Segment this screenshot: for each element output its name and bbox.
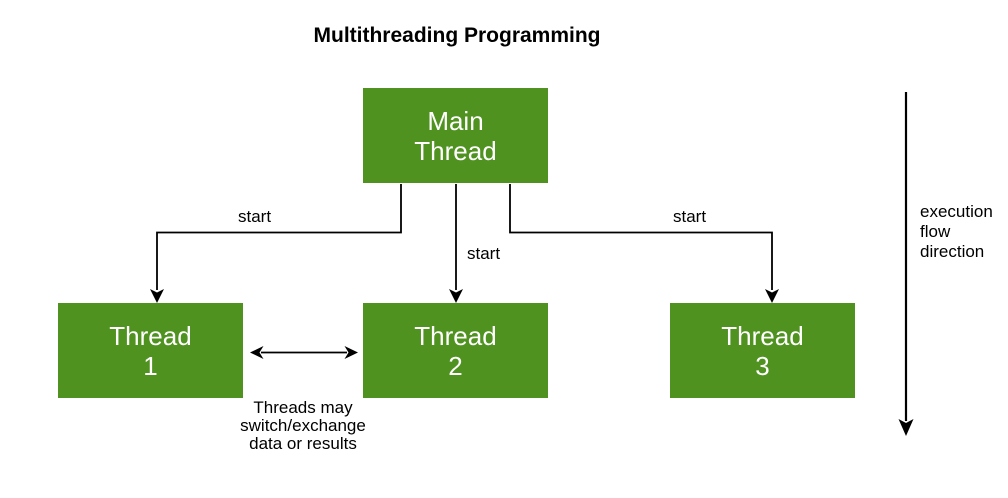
edge-thread1-thread2-double-arrow <box>250 346 358 359</box>
edge-main-to-thread1-line <box>156 184 402 290</box>
edge-main-to-thread1 <box>150 184 402 303</box>
arrowhead-down-thread3 <box>765 289 779 303</box>
edge-label-start-thread1: start <box>238 207 272 226</box>
arrowhead-down-thread1 <box>150 289 164 303</box>
node-thread-3: Thread 3 <box>670 303 855 398</box>
node-thread-3-label: Thread 3 <box>721 320 804 381</box>
execution-flow-note: execution flow direction <box>920 202 993 261</box>
edge-main-to-thread3 <box>509 184 779 303</box>
thread-exchange-note: Threads may switch/exchange data or resu… <box>240 398 366 453</box>
arrowhead-left <box>250 346 264 359</box>
edge-label-start-thread3: start <box>673 207 707 226</box>
edge-label-start-thread2: start <box>467 244 501 263</box>
edge-main-to-thread2 <box>449 184 463 303</box>
node-thread-1: Thread 1 <box>58 303 243 398</box>
arrowhead-down-execution <box>898 419 914 436</box>
diagram-title: Multithreading Programming <box>313 24 601 47</box>
edge-main-to-thread3-line <box>509 184 773 290</box>
arrowhead-down-thread2 <box>449 289 463 303</box>
node-main-thread: Main Thread <box>363 88 548 183</box>
node-thread-2: Thread 2 <box>363 303 548 398</box>
execution-flow-arrow <box>898 92 914 436</box>
node-thread-1-label: Thread 1 <box>109 320 192 381</box>
node-main-thread-label: Main Thread <box>414 105 497 166</box>
node-thread-2-label: Thread 2 <box>414 320 497 381</box>
arrowhead-right <box>344 346 358 359</box>
